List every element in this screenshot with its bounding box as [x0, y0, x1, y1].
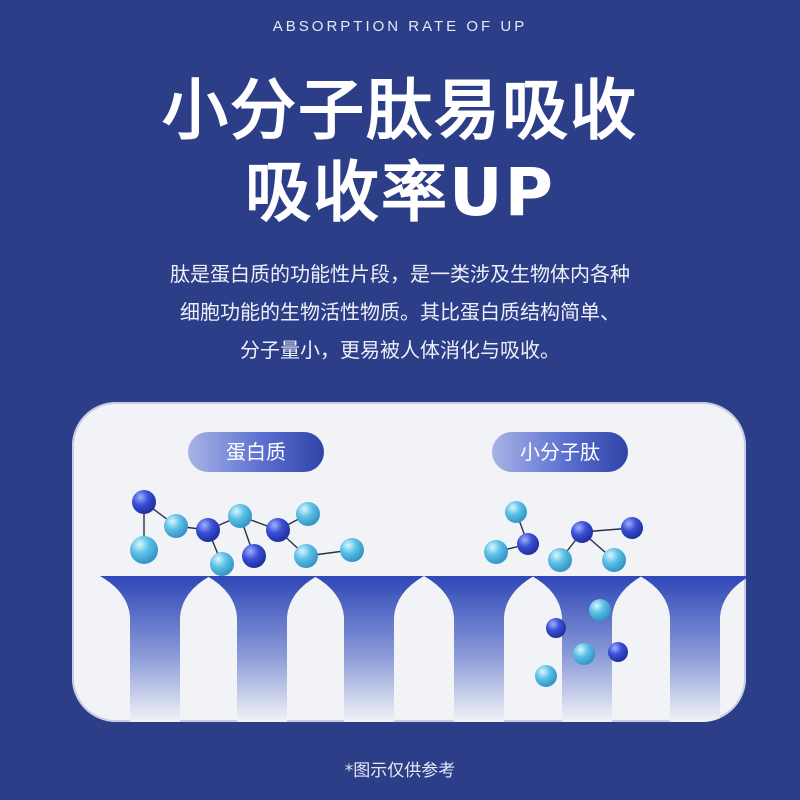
atom: [621, 517, 643, 539]
atom: [296, 502, 320, 526]
absorption-illustration: [100, 490, 746, 722]
channel-6: [640, 576, 746, 722]
description-line-2: 细胞功能的生物活性物质。其比蛋白质结构简单、: [180, 300, 620, 324]
footnote: *图示仅供参考: [344, 761, 456, 781]
atom: [589, 599, 611, 621]
peptide-label: 小分子肽: [492, 432, 628, 472]
headline-line-2: 吸收率UP: [245, 154, 555, 231]
atom: [132, 490, 156, 514]
absorbed-peptides: [535, 599, 628, 687]
atom: [505, 501, 527, 523]
atom: [602, 548, 626, 572]
atom: [340, 538, 364, 562]
atom: [130, 536, 158, 564]
channel-3: [314, 576, 424, 722]
atom: [164, 514, 188, 538]
atom: [573, 643, 595, 665]
atom: [571, 521, 593, 543]
atom: [535, 665, 557, 687]
description-line-3: 分子量小，更易被人体消化与吸收。: [240, 338, 560, 362]
atom: [548, 548, 572, 572]
atom: [228, 504, 252, 528]
atom: [196, 518, 220, 542]
atom: [294, 544, 318, 568]
channel-2: [207, 576, 317, 722]
eyebrow-text: ABSORPTION RATE OF UP: [272, 18, 528, 35]
channel-1: [100, 576, 210, 722]
atom: [517, 533, 539, 555]
atom: [210, 552, 234, 576]
atom: [242, 544, 266, 568]
protein-atoms: [130, 490, 364, 576]
protein-label: 蛋白质: [188, 432, 324, 472]
membrane-channels: [100, 576, 746, 722]
description-line-1: 肽是蛋白质的功能性片段，是一类涉及生物体内各种: [170, 262, 630, 286]
atom: [546, 618, 566, 638]
atom: [484, 540, 508, 564]
peptide-atoms: [484, 501, 643, 572]
atom: [266, 518, 290, 542]
comparison-panel: 蛋白质 小分子肽: [72, 402, 746, 722]
atom: [608, 642, 628, 662]
channel-4: [424, 576, 534, 722]
headline-line-1: 小分子肽易吸收: [162, 72, 638, 149]
